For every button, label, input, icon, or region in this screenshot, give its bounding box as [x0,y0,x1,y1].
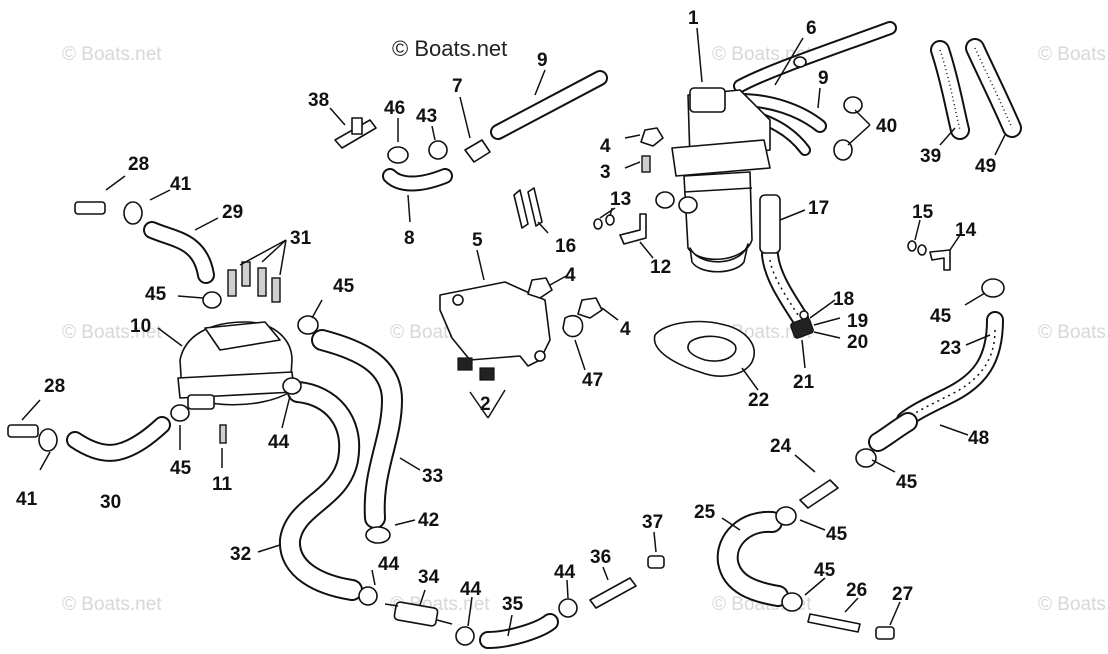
callout-label: 45 [930,306,952,327]
callout-label: 16 [555,236,576,257]
callout-label: 45 [170,458,192,479]
callout-label: 14 [955,220,977,241]
valve-7 [464,139,491,163]
callout-label: 30 [100,492,121,513]
watermark: © Boats.net [62,322,162,343]
callout-label: 33 [422,466,443,487]
callout-label: 48 [968,428,989,449]
watermark: © Boats.net [62,44,162,65]
callout-label: 44 [554,562,576,583]
callout-label: 29 [222,202,243,223]
callout-label: 40 [876,116,897,137]
callout-label: 41 [170,174,192,195]
callout-label: 39 [920,146,941,167]
callout-label: 4 [620,319,631,340]
callout-label: 41 [16,489,38,510]
callout-label: 9 [818,68,829,89]
callout-label: 45 [145,284,167,305]
callout-label: 3 [600,162,611,183]
fasteners [7,127,664,444]
watermark: © Boats.net [1038,594,1108,615]
callout-label: 18 [833,289,854,310]
callout-label: 46 [384,98,405,119]
callout-label: 2 [480,394,491,415]
callout-label: 25 [694,502,716,523]
callout-label: 45 [814,560,836,581]
connector-24 [799,479,839,509]
callout-label: 26 [846,580,867,601]
cap-27 [875,626,895,640]
callout-label: 37 [642,512,663,533]
watermark-main: © Boats.net [392,36,507,61]
callout-label: 34 [418,567,440,588]
callout-label: 4 [600,136,611,157]
cap-37 [647,555,665,569]
connector-26 [807,613,861,633]
callout-label: 21 [793,372,815,393]
elbow-14 [929,249,951,271]
callout-label: 44 [460,579,482,600]
callout-label: 8 [404,228,415,249]
callout-label: 5 [472,230,483,251]
callouts: 1 2 3 4 4 4 5 6 7 8 9 9 10 11 12 13 14 1… [16,8,996,615]
callout-label: 45 [896,472,918,493]
callout-label: 23 [940,338,961,359]
fuel-pump-10 [177,321,295,410]
callout-label: 43 [416,106,437,127]
inline-filter-34 [384,601,453,627]
watermark: © Boats.net [1038,44,1108,65]
callout-label: 28 [128,154,149,175]
callout-label: 19 [847,311,868,332]
watermark: © Boats.net [62,594,162,615]
braided-hoses [930,38,1022,140]
callout-label: 1 [688,8,699,29]
callout-label: 22 [748,390,769,411]
callout-label: 42 [418,510,439,531]
watermark: © Boats.net [1038,322,1108,343]
leader-lines [21,27,1006,637]
callout-label: 45 [333,276,355,297]
connector-36 [589,577,637,609]
callout-label: 11 [212,474,233,495]
callout-label: 49 [975,156,996,177]
callout-label: 45 [826,524,848,545]
clamps [38,56,1005,646]
callout-label: 12 [650,257,671,278]
callout-label: 27 [892,584,913,605]
callout-label: 15 [912,202,934,223]
callout-label: 47 [582,370,603,391]
callout-label: 38 [308,90,329,111]
callout-label: 7 [452,76,463,97]
elbow-12 [619,213,647,245]
callout-label: 44 [268,432,290,453]
callout-label: 44 [378,554,400,575]
callout-label: 20 [847,332,868,353]
callout-label: 17 [808,198,829,219]
callout-label: 35 [502,594,524,615]
callout-label: 36 [590,547,611,568]
callout-label: 9 [537,50,548,71]
fuel-filter-assembly [655,87,771,273]
filter-17 [759,194,781,254]
callout-label: 28 [44,376,65,397]
callout-label: 4 [565,265,576,286]
callout-label: 10 [130,316,151,337]
callout-label: 13 [610,189,631,210]
callout-label: 24 [770,436,792,457]
callout-label: 31 [290,228,312,249]
connector-21 [790,317,814,339]
callout-label: 6 [806,18,817,39]
callout-label: 32 [230,544,251,565]
